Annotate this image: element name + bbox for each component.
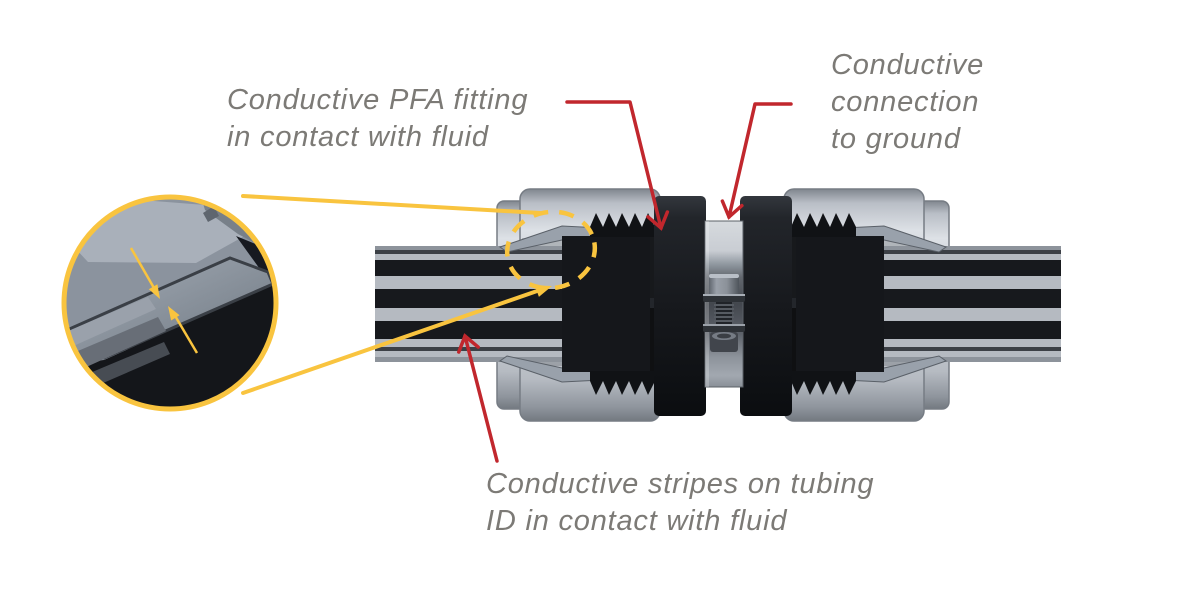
contact-arrows bbox=[129, 247, 199, 354]
label-conductive-connection-ground: Conductive connection to ground bbox=[831, 49, 985, 155]
threads-right-bottom bbox=[791, 371, 856, 395]
label-conductive-pfa-fitting: Conductive PFA fitting in contact with f… bbox=[227, 84, 529, 153]
red-leader-lines bbox=[457, 100, 793, 463]
leader-arrow-stripes bbox=[457, 333, 499, 463]
highlight-dashed-ellipse bbox=[504, 209, 598, 291]
ground-clip bbox=[703, 220, 745, 388]
leader-arrow-ground bbox=[720, 102, 793, 220]
tubing-right bbox=[874, 246, 1061, 362]
inset-border bbox=[61, 194, 279, 412]
inset-connector-lines bbox=[241, 194, 552, 395]
tubing-left bbox=[375, 246, 571, 362]
threads-right-top bbox=[791, 213, 856, 237]
label-conductive-stripes-tubing: Conductive stripes on tubing ID in conta… bbox=[486, 468, 875, 537]
leader-arrow-fitting bbox=[565, 100, 670, 231]
magnified-inset bbox=[61, 194, 279, 412]
ground-bolt bbox=[703, 274, 745, 352]
threads-left-top bbox=[590, 213, 655, 237]
yellow-arrowhead bbox=[534, 285, 552, 297]
inset-black-right bbox=[236, 236, 276, 292]
threads-left-bottom bbox=[590, 371, 655, 395]
